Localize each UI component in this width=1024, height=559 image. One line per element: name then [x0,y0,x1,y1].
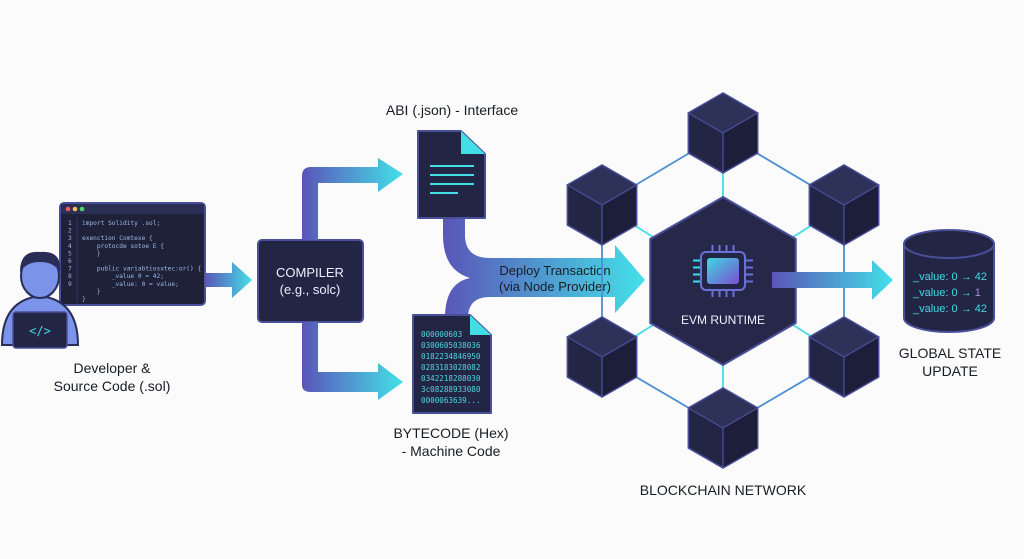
code-line: _value 0 = 42; [82,273,164,280]
line-number: 9 [68,281,72,288]
code-glyph: </> [29,324,51,338]
node-cube-icon [808,316,880,399]
node-cube-icon [566,316,638,399]
abi-document-icon [417,130,486,219]
laptop-icon [12,311,68,349]
hex-line: 0182234846950 [421,352,481,361]
state-entry-value: 1 [975,287,981,299]
bytecode-document-icon: 000000603 0300605038036 0182234846950 02831… [412,314,492,414]
hex-line: 0342218288030 [421,374,481,383]
network-label: BLOCKCHAIN NETWORK [640,482,807,498]
hex-line: 0000063639... [421,396,480,405]
code-line: protocde sotoe E { [82,243,164,250]
line-number: 7 [68,266,72,273]
node-cube-icon [687,92,759,175]
compiler-box: COMPILER (e.g., solc) [257,239,364,323]
hex-line: 0283183028082 [421,363,480,372]
arrow-to-state [772,260,893,300]
evm-runtime-label: EVM RUNTIME [681,313,765,327]
compiler-title: COMPILER [276,265,344,280]
state-entry: _value: 0 → 1 [912,287,981,299]
deploy-sublabel: (via Node Provider) [499,279,611,294]
state-entry: _value: 0 → 42 [912,303,987,315]
state-entry: _value: 0 → 42 [912,271,987,283]
node-cube-icon [687,387,759,470]
database-icon: _value: 0 → 42_value: 0 → 1_value: 0 → 4… [903,229,995,333]
compiler-subtitle: (e.g., solc) [280,282,341,297]
state-sublabel: UPDATE [922,363,978,379]
state-entry-value: 42 [975,303,987,315]
developer-icon: </> [0,251,80,349]
arrow-to-bytecode [302,322,403,400]
blockchain-network: EVM RUNTIME [566,92,880,470]
arrow-to-abi [302,158,403,240]
abi-label: ABI (.json) - Interface [386,102,518,118]
state-entry-prefix: _value: 0 → [912,271,975,283]
code-line: } [82,288,101,295]
line-number: 3 [68,235,72,242]
line-number: 4 [68,243,72,250]
bytecode-sublabel: - Machine Code [402,443,501,459]
code-line: } [82,296,86,303]
hex-line: 000000603 [421,330,462,339]
minimize-dot-icon [72,206,78,212]
state-entry-value: 42 [975,271,987,283]
line-number: 5 [68,250,72,257]
line-number: 1 [68,220,72,227]
code-line: exenction Comtexe { [82,235,153,242]
deploy-label: Deploy Transaction [499,263,610,278]
bytecode-label: BYTECODE (Hex) [393,425,508,441]
line-number: 6 [68,258,72,265]
source-code-label: Source Code (.sol) [54,378,171,394]
evm-runtime-node: EVM RUNTIME [649,195,797,367]
arrow-to-compiler [205,262,252,298]
maximize-dot-icon [79,206,85,212]
code-line: } [82,250,101,257]
hex-line: 3c08288933080 [421,385,481,394]
code-line: _value: 0 = value; [82,281,179,288]
deploy-arrow [443,215,645,318]
cpu-chip-icon [693,245,753,297]
hex-line: 0300605038036 [421,341,481,350]
developer-label: Developer & [73,360,151,376]
node-cube-icon [566,164,638,247]
state-label: GLOBAL STATE [899,345,1001,361]
line-number: 2 [68,228,72,235]
code-line: import Solidity .sol; [82,220,160,227]
node-cube-icon [808,164,880,247]
state-entry-prefix: _value: 0 → [912,303,975,315]
state-entry-prefix: _value: 0 → [912,287,975,299]
line-number: 8 [68,273,72,280]
code-line: public variabtiosxtec:or() { [82,266,201,273]
close-dot-icon [65,206,71,212]
